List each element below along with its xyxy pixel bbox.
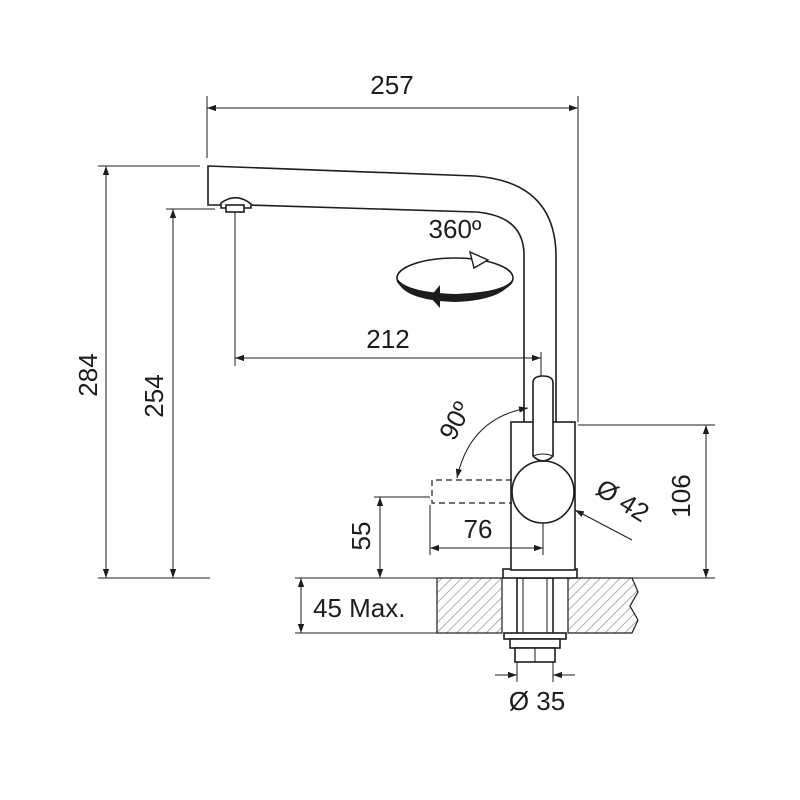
lever-rotated-outline <box>431 479 512 504</box>
dimension-hole-diameter: Ø 35 <box>495 662 575 716</box>
dim-lever-swing: 76 <box>464 514 493 544</box>
dimension-lever-swing: 76 <box>429 505 544 555</box>
spout <box>207 165 557 425</box>
dim-body-diameter: Ø 42 <box>591 473 655 528</box>
rotation-ring-band <box>397 278 513 302</box>
dim-countertop-thickness: 45 Max. <box>313 593 406 623</box>
mounting-shank <box>502 568 578 663</box>
rotation-360-symbol: 360º <box>396 214 514 308</box>
countertop <box>436 577 645 634</box>
countertop-right-section <box>567 577 639 634</box>
mounting-washer <box>503 632 567 640</box>
dimension-spout-height: 254 <box>139 208 215 578</box>
dim-overall-width: 257 <box>370 70 413 100</box>
faucet <box>207 165 576 571</box>
aerator-outlet <box>225 204 245 213</box>
angle-lever: 90º <box>433 396 478 444</box>
dim-hole-diameter: Ø 35 <box>509 686 565 716</box>
dimension-body-height: 106 <box>578 424 715 579</box>
dim-spout-reach: 212 <box>366 324 409 354</box>
dim-lever-clearance: 55 <box>346 522 376 551</box>
shank-tube <box>516 577 554 637</box>
rotation-arrow-front <box>430 285 440 308</box>
lever-angle-arc <box>455 406 529 479</box>
mounting-nut <box>509 638 561 649</box>
dim-overall-height: 284 <box>73 353 103 396</box>
lever-knob <box>511 460 575 524</box>
rotation-arrow-back <box>468 250 490 270</box>
dimension-countertop-thickness: 45 Max. <box>295 577 437 634</box>
dimension-body-diameter: Ø 42 <box>574 473 655 541</box>
dimension-overall-width: 257 <box>206 70 579 422</box>
dim-spout-height: 254 <box>139 374 169 417</box>
lever-handle <box>532 375 554 462</box>
dimension-spout-reach: 212 <box>234 212 542 376</box>
angle-spout-rotation: 360º <box>429 214 482 244</box>
dimension-overall-height: 284 <box>73 165 210 579</box>
dim-body-height: 106 <box>666 474 696 517</box>
dimension-lever-clearance: 55 <box>346 496 430 578</box>
countertop-left-section <box>436 577 503 634</box>
